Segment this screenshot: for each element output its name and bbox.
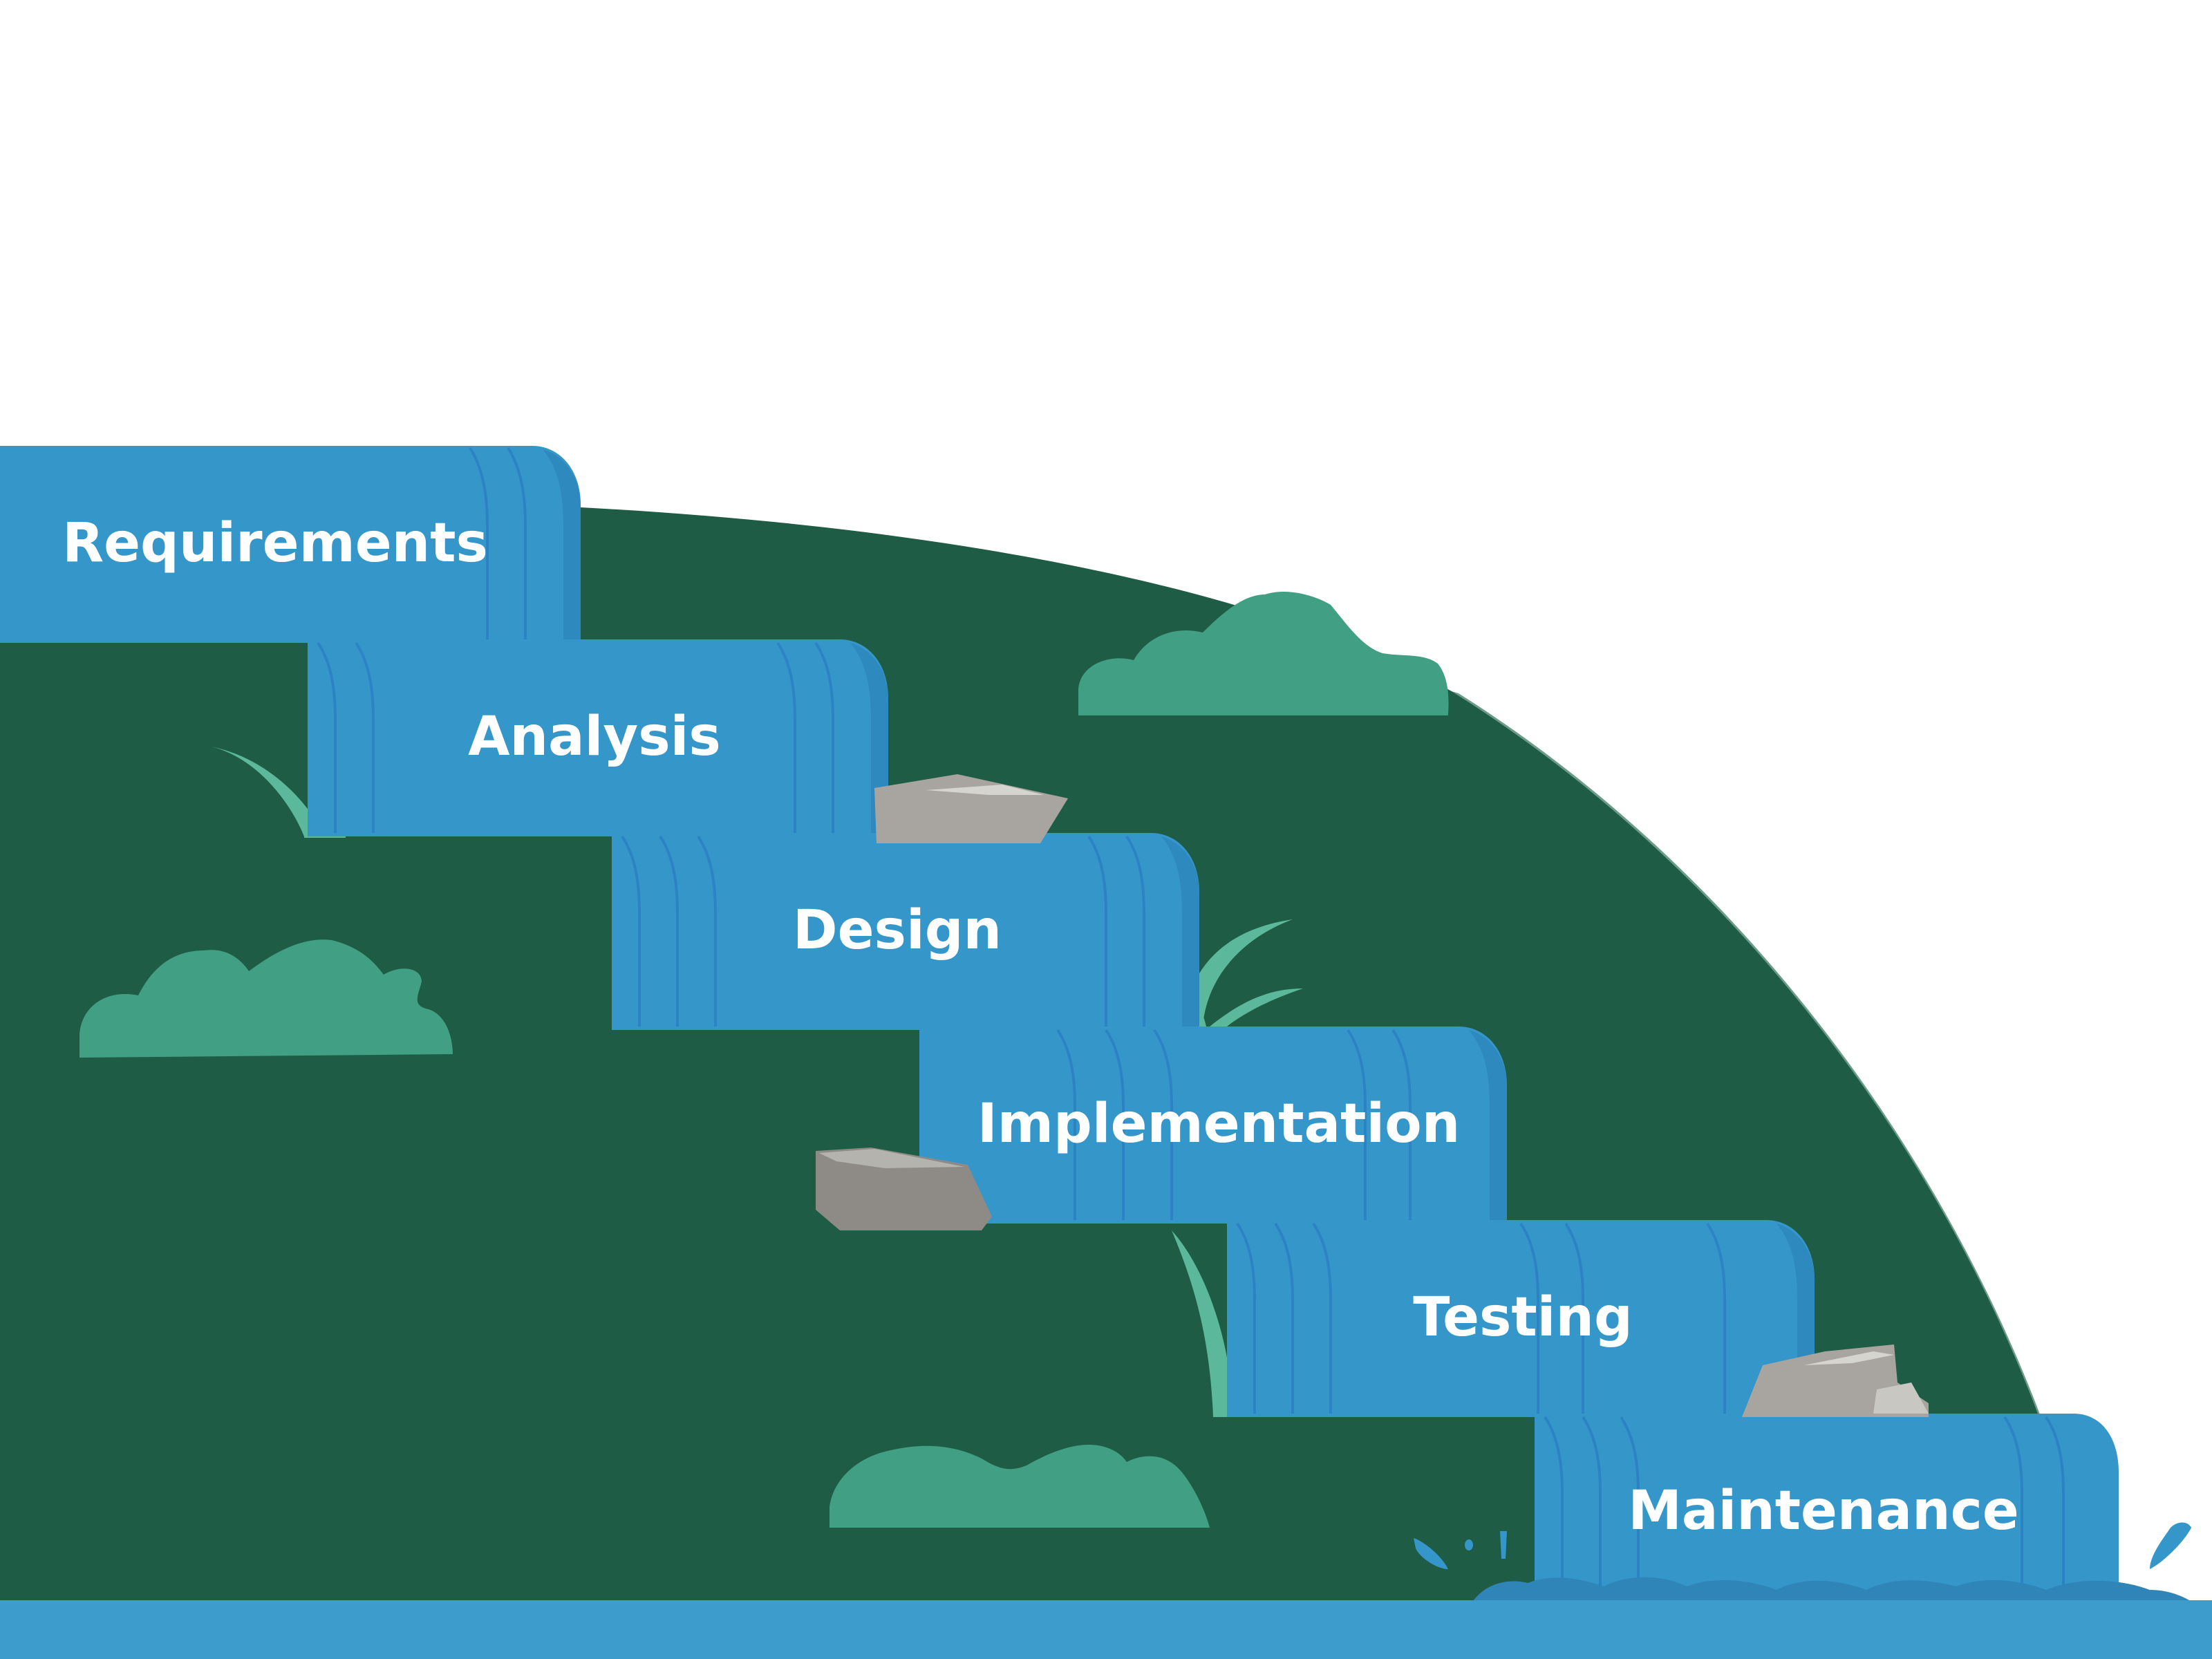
water-drops	[1414, 1522, 2191, 1569]
water-pool	[0, 1600, 2212, 1659]
bush-left	[79, 939, 453, 1058]
step-label-design: Design	[793, 899, 1002, 962]
rock-analysis	[874, 774, 1068, 843]
step-label-requirements: Requirements	[62, 512, 488, 574]
waterfall-step-requirements	[0, 446, 581, 643]
bush-bottom	[830, 1445, 1210, 1528]
rock-testing	[1742, 1344, 1929, 1417]
step-label-analysis: Analysis	[468, 706, 721, 768]
rock-implementation	[816, 1147, 992, 1230]
bush-upper-right	[1078, 591, 1449, 715]
waterfall-step-implementation	[919, 1027, 1507, 1224]
step-label-implementation: Implementation	[977, 1093, 1461, 1155]
waterfall-step-maintenance	[1535, 1414, 2119, 1611]
step-label-maintenance: Maintenance	[1628, 1480, 2019, 1542]
step-label-testing: Testing	[1413, 1286, 1633, 1349]
waterfall-step-design	[612, 833, 1199, 1030]
